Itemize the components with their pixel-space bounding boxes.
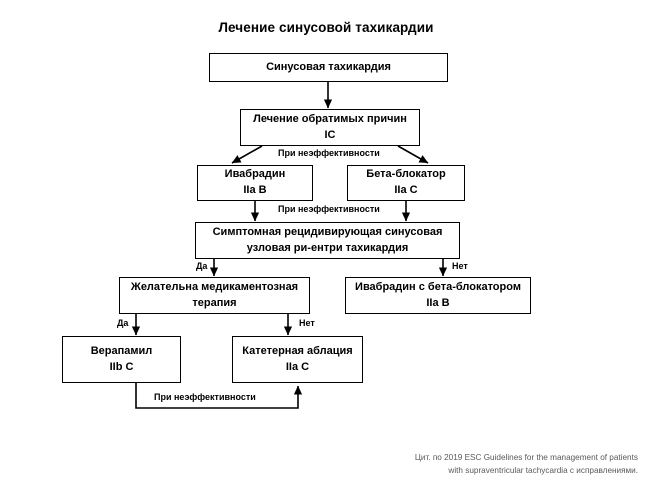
node-beta-blocker-line1: Бета-блокатор xyxy=(366,168,446,181)
node-symptomatic-recurrent-line2: узловая ри-ентри тахикардия xyxy=(246,241,409,254)
node-symptomatic-recurrent[interactable]: Симптомная рецидивирующая синусовая узло… xyxy=(195,222,460,259)
node-sinus-tachycardia-line1: Синусовая тахикардия xyxy=(266,60,391,73)
node-drug-therapy-desired-line2: терапия xyxy=(192,296,237,309)
page-title: Лечение синусовой тахикардии xyxy=(218,20,434,35)
node-beta-blocker-line2: IIa C xyxy=(394,184,418,196)
node-verapamil-line1: Верапамил xyxy=(90,344,153,357)
edge-label-ineffective-2: При неэффективности xyxy=(276,204,382,214)
node-verapamil-line2: IIb C xyxy=(109,360,134,373)
node-reversible-causes-line1: Лечение обратимых причин xyxy=(253,112,407,125)
node-sinus-tachycardia[interactable]: Синусовая тахикардия xyxy=(209,53,448,82)
node-catheter-ablation-line1: Катетерная аблация xyxy=(242,344,353,357)
citation-footer: Цит. по 2019 ESC Guidelines for the mana… xyxy=(218,452,638,477)
node-symptomatic-recurrent-line1: Симптомная рецидивирующая синусовая xyxy=(212,225,443,238)
edge-label-ineffective-3: При неэффективности xyxy=(152,392,258,402)
node-catheter-ablation[interactable]: Катетерная аблация IIa C xyxy=(232,336,363,383)
citation-line-1: Цит. по 2019 ESC Guidelines for the mana… xyxy=(414,453,638,462)
node-verapamil[interactable]: Верапамил IIb C xyxy=(62,336,181,383)
citation-line-2: with supraventricular tachycardia с испр… xyxy=(448,465,638,475)
node-ivabradine-with-beta-blocker-line2: IIa B xyxy=(426,296,450,309)
connector-causes-to-ivabradine xyxy=(231,145,263,164)
node-drug-therapy-desired-line1: Желательна медикаментозная xyxy=(130,280,299,293)
node-drug-therapy-desired[interactable]: Желательна медикаментозная терапия xyxy=(119,277,310,314)
node-reversible-causes[interactable]: Лечение обратимых причин IC xyxy=(240,109,420,146)
node-catheter-ablation-line2: IIa C xyxy=(285,360,310,373)
node-ivabradine-line1: Ивабрадин xyxy=(224,168,286,181)
node-ivabradine-line2: IIa B xyxy=(243,184,267,196)
node-ivabradine[interactable]: Ивабрадин IIa B xyxy=(197,165,313,201)
node-reversible-causes-line2: IC xyxy=(324,128,336,141)
edge-label-no-1: Нет xyxy=(450,261,470,271)
edge-label-yes-1: Да xyxy=(194,261,210,271)
node-ivabradine-with-beta-blocker[interactable]: Ивабрадин с бета-блокатором IIa B xyxy=(345,277,531,314)
node-ivabradine-with-beta-blocker-line1: Ивабрадин с бета-блокатором xyxy=(355,280,521,293)
edge-label-ineffective-1: При неэффективности xyxy=(276,148,382,158)
connector-causes-to-betablocker xyxy=(397,145,429,164)
edge-label-no-2: Нет xyxy=(297,318,317,328)
node-beta-blocker[interactable]: Бета-блокатор IIa C xyxy=(347,165,465,201)
edge-label-yes-2: Да xyxy=(115,318,131,328)
